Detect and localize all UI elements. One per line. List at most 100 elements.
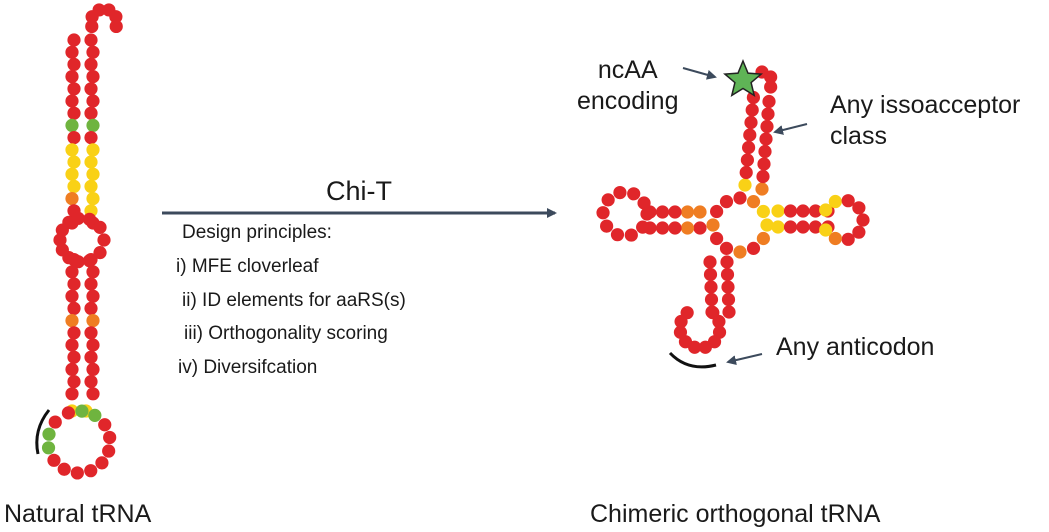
chimeric-nucleotide xyxy=(757,157,771,171)
chimeric-nucleotide xyxy=(783,204,798,218)
chimeric-nucleotide xyxy=(764,70,778,84)
chimeric-nucleotide xyxy=(819,223,833,237)
chimeric-nucleotide xyxy=(655,221,670,235)
natural-nucleotide xyxy=(84,33,98,47)
anticodon-pointer-arrow xyxy=(726,353,763,366)
chimeric-nucleotide xyxy=(841,194,855,208)
natural-nucleotide xyxy=(67,57,81,71)
chimeric-nucleotide xyxy=(721,292,736,307)
chimeric-nucleotide xyxy=(828,231,842,246)
natural-nucleotide xyxy=(86,314,100,328)
principle-item: i) MFE cloverleaf xyxy=(176,256,319,277)
natural-nucleotide xyxy=(84,326,98,340)
natural-nucleotide xyxy=(67,33,81,47)
natural-nucleotide xyxy=(86,265,100,279)
chimeric-nucleotide xyxy=(704,280,718,294)
chimeric-nucleotide xyxy=(693,221,707,235)
chimeric-nucleotide xyxy=(601,193,615,207)
chimeric-nucleotide xyxy=(703,267,718,282)
chimeric-nucleotide xyxy=(703,255,717,269)
chimeric-nucleotide xyxy=(852,201,866,215)
natural-nucleotide xyxy=(67,301,81,315)
natural-nucleotide xyxy=(84,131,98,145)
natural-nucleotide xyxy=(82,254,97,268)
chimeric-nucleotide xyxy=(720,255,734,269)
isoacceptor-class-label: Any issoacceptor class xyxy=(830,91,1021,151)
chimeric-nucleotide xyxy=(852,225,866,239)
chimeric-nucleotide xyxy=(704,292,719,307)
principle-item: ii) ID elements for aaRS(s) xyxy=(182,290,406,311)
chimeric-nucleotide xyxy=(673,325,688,339)
natural-nucleotide xyxy=(102,444,116,458)
chimeric-nucleotide xyxy=(761,107,775,121)
chimeric-nucleotide xyxy=(613,185,627,200)
chimeric-nucleotide xyxy=(856,213,870,227)
design-principles-title: Design principles: xyxy=(182,222,332,243)
natural-nucleotide xyxy=(65,143,79,157)
natural-nucleotide xyxy=(86,118,100,132)
natural-nucleotide xyxy=(65,362,79,376)
natural-nucleotide xyxy=(86,387,100,401)
chimeric-nucleotide xyxy=(755,182,769,196)
chimeric-nucleotide xyxy=(624,228,638,242)
natural-nucleotide xyxy=(61,406,75,420)
chimeric-trna-structure xyxy=(596,65,870,354)
natural-nucleotide xyxy=(57,462,71,476)
natural-nucleotide xyxy=(97,233,111,247)
natural-nucleotide xyxy=(65,192,79,206)
chimeric-trna-caption: Chimeric orthogonal tRNA xyxy=(590,500,881,528)
natural-trna-caption: Natural tRNA xyxy=(4,500,152,528)
chimeric-nucleotide xyxy=(808,204,823,218)
natural-nucleotide xyxy=(65,167,79,181)
chimeric-nucleotide xyxy=(756,231,770,246)
natural-nucleotide xyxy=(65,387,79,401)
natural-nucleotide xyxy=(86,70,100,84)
chimeric-nucleotide xyxy=(722,305,736,319)
natural-nucleotide xyxy=(84,57,98,71)
natural-nucleotide xyxy=(71,211,85,225)
natural-nucleotide xyxy=(84,350,98,364)
chimeric-nucleotide xyxy=(668,205,682,219)
chimeric-nucleotide xyxy=(610,228,625,242)
chimeric-nucleotide xyxy=(759,132,773,146)
chimeric-nucleotide xyxy=(841,232,855,246)
natural-nucleotide xyxy=(67,277,81,291)
natural-nucleotide xyxy=(65,118,79,132)
chimeric-nucleotide xyxy=(756,204,770,219)
chimeric-nucleotide xyxy=(600,219,614,233)
natural-nucleotide xyxy=(65,314,79,328)
chimeric-nucleotide xyxy=(655,205,670,219)
chimeric-nucleotide xyxy=(710,231,724,246)
natural-nucleotide xyxy=(82,212,97,226)
chimeric-nucleotide xyxy=(680,221,695,235)
chimeric-nucleotide xyxy=(771,204,785,218)
natural-nucleotide xyxy=(67,326,81,340)
chimeric-nucleotide xyxy=(668,221,682,235)
natural-nucleotide xyxy=(67,350,81,364)
natural-nucleotide xyxy=(65,70,79,84)
ncaa-pointer-arrow xyxy=(682,67,717,80)
chimeric-nucleotide xyxy=(771,220,785,234)
chimeric-nucleotide xyxy=(738,178,752,192)
natural-nucleotide xyxy=(93,246,107,260)
chimeric-nucleotide xyxy=(720,267,735,282)
chimeric-nucleotide xyxy=(733,245,747,259)
chimeric-anticodon-bracket xyxy=(668,351,717,369)
chimeric-nucleotide xyxy=(596,206,610,220)
chimeric-nucleotide xyxy=(740,153,755,167)
natural-trna-structure xyxy=(41,3,123,480)
natural-nucleotide xyxy=(42,427,56,441)
any-anticodon-label: Any anticodon xyxy=(776,333,935,361)
natural-nucleotide xyxy=(95,456,109,470)
chimeric-nucleotide xyxy=(745,103,759,117)
natural-nucleotide xyxy=(86,289,100,303)
chimeric-nucleotide xyxy=(744,115,758,130)
chimeric-nucleotide xyxy=(719,241,734,255)
chimeric-nucleotide xyxy=(762,94,776,109)
chimeric-nucleotide xyxy=(693,205,707,219)
chimeric-nucleotide xyxy=(706,218,720,232)
chimeric-nucleotide xyxy=(796,220,810,234)
natural-nucleotide xyxy=(84,375,98,389)
natural-nucleotide xyxy=(65,45,79,59)
